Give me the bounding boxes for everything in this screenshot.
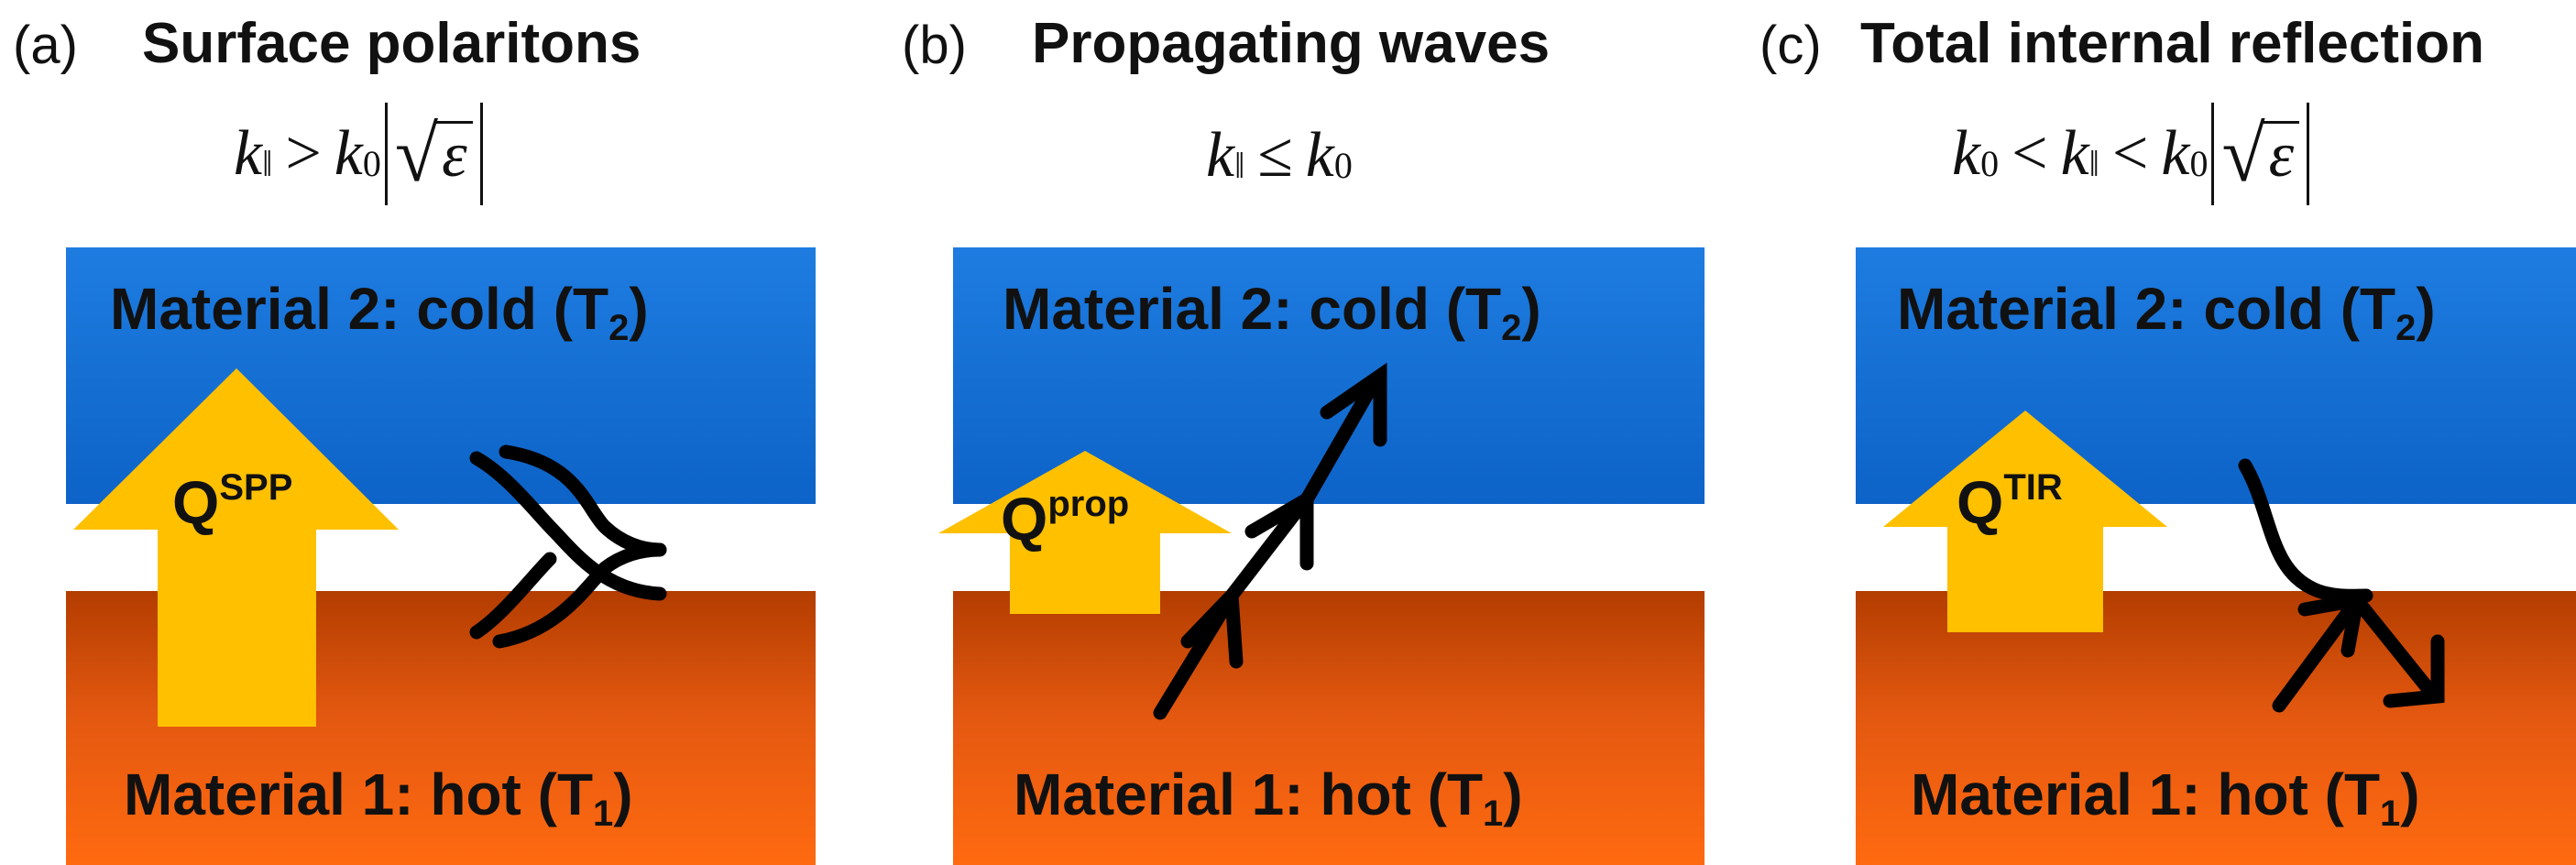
panel-label: (a) bbox=[13, 16, 78, 75]
material-2-label: Material 2: cold (T2) bbox=[110, 276, 649, 348]
formula-subscript: 0 bbox=[1333, 144, 1353, 186]
absolute-value: √ε bbox=[2211, 103, 2310, 205]
panel-b-graphics bbox=[938, 362, 1387, 720]
material-1-label: Material 1: hot (T1) bbox=[124, 761, 633, 834]
formula-subscript: ‖ bbox=[1234, 144, 1245, 186]
heat-flux-label: Qprop bbox=[1001, 484, 1130, 553]
propagating-wave-arrows bbox=[1153, 362, 1387, 720]
formula-term: k bbox=[334, 118, 363, 189]
formula-term: k bbox=[234, 118, 263, 189]
formula-term: k bbox=[2060, 118, 2089, 189]
formula-radicand: ε bbox=[436, 120, 473, 188]
heat-flux-arrow bbox=[1883, 411, 2167, 632]
formula-subscript: 0 bbox=[2189, 142, 2209, 184]
heat-flux-label: QTIR bbox=[1957, 467, 2063, 536]
formula-subscript: ‖ bbox=[2088, 142, 2099, 184]
material-2-label: Material 2: cold (T2) bbox=[1003, 276, 1541, 348]
material-1-label: Material 1: hot (T1) bbox=[1014, 761, 1523, 834]
panel-title: Total internal reflection bbox=[1860, 12, 2484, 75]
formula-subscript: 0 bbox=[1980, 142, 2000, 184]
panel-a-graphics bbox=[73, 368, 667, 727]
formula-term: k bbox=[1305, 120, 1334, 191]
material-1-hot-layer bbox=[1856, 591, 2576, 865]
panel-label: (c) bbox=[1759, 16, 1822, 75]
formula-term: k bbox=[1952, 118, 1981, 189]
heat-flux-arrow bbox=[938, 451, 1232, 614]
material-1-hot-layer bbox=[953, 591, 1705, 865]
panel-c-graphics bbox=[1883, 411, 2445, 713]
surface-polariton-evanescent-curves bbox=[469, 444, 667, 649]
formula-term: k bbox=[1206, 120, 1235, 191]
panel-title: Surface polaritons bbox=[142, 12, 641, 75]
square-root: √ε bbox=[395, 108, 473, 200]
panel-label: (b) bbox=[902, 16, 967, 75]
formula-subscript: ‖ bbox=[262, 142, 273, 184]
formula-term: k bbox=[2161, 118, 2190, 189]
panel-title: Propagating waves bbox=[1032, 12, 1551, 75]
formula-subscript: 0 bbox=[362, 142, 381, 184]
material-1-label: Material 1: hot (T1) bbox=[1911, 761, 2420, 834]
formula-operator: ≤ bbox=[1257, 120, 1293, 191]
absolute-value: √ε bbox=[384, 103, 483, 205]
heat-flux-label: QSPP bbox=[172, 467, 293, 536]
formula-radicand: ε bbox=[2263, 120, 2300, 188]
formula-operator: > bbox=[285, 118, 322, 189]
material-2-label: Material 2: cold (T2) bbox=[1897, 276, 2436, 348]
heat-flux-arrow bbox=[73, 368, 399, 727]
square-root: √ε bbox=[2221, 108, 2300, 200]
total-internal-reflection-wave bbox=[2238, 458, 2445, 713]
formula-operator: < bbox=[2011, 118, 2048, 189]
formula-operator: < bbox=[2111, 118, 2149, 189]
